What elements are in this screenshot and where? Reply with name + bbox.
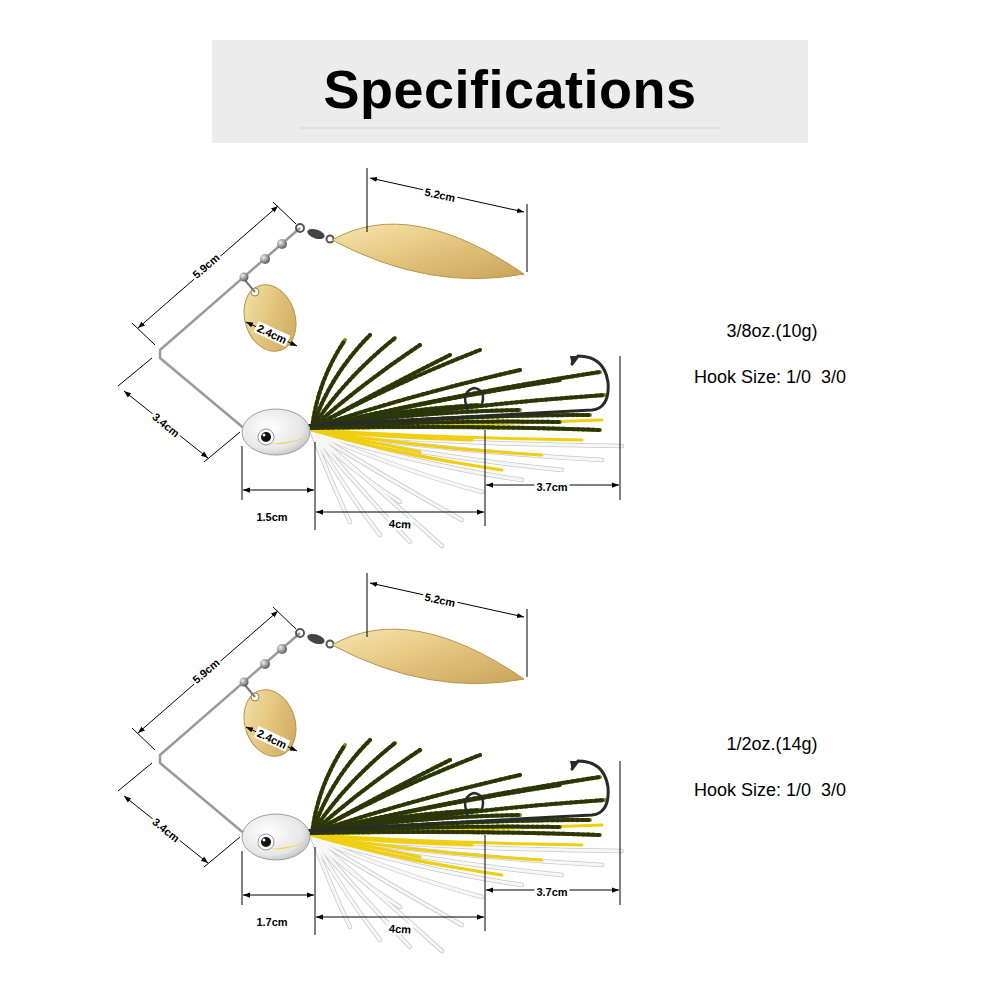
dimension: 5.2cm: [422, 590, 459, 609]
dimension: 5.9cm: [189, 250, 224, 282]
dimension: 5.2cm: [422, 185, 459, 204]
lure-3-8oz: [118, 168, 622, 546]
dimension: 1.7cm: [254, 916, 289, 928]
dimension: 5.9cm: [189, 655, 224, 687]
dimension: 4cm: [387, 517, 414, 530]
dimension: 4cm: [387, 922, 414, 935]
dimension: 3.4cm: [149, 814, 184, 846]
dimension: 3.4cm: [149, 409, 184, 441]
weight-spec: 3/8oz.(10g): [726, 322, 817, 342]
dimension: 3.7cm: [534, 481, 569, 493]
title-banner: [212, 40, 808, 143]
dimension: 1.5cm: [254, 511, 289, 523]
hook-size-spec: Hook Size: 1/0 3/0: [694, 368, 846, 388]
lure-1-2oz: [118, 573, 622, 951]
dimension: 3.7cm: [534, 886, 569, 898]
hook-size-spec: Hook Size: 1/0 3/0: [694, 781, 846, 801]
weight-spec: 1/2oz.(14g): [726, 735, 817, 755]
banner-rule: [300, 128, 720, 129]
title: Specifications: [323, 60, 696, 119]
